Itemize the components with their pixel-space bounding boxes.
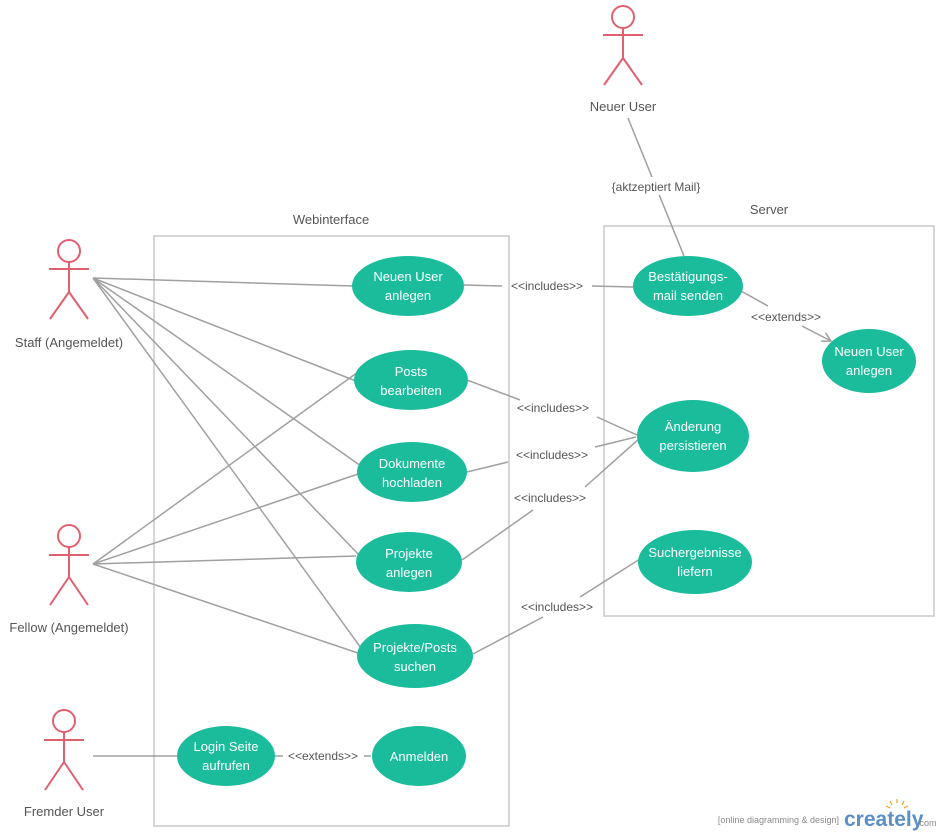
includes-posts-label: <<includes>> (517, 401, 589, 415)
usecase-label-line2: suchen (394, 659, 436, 674)
actor-staff-label: Staff (Angemeldet) (15, 335, 123, 350)
sun-icon (885, 799, 909, 809)
staff-to-posts (92, 277, 357, 382)
aktzeptiert-label-bg (598, 177, 714, 195)
server-label: Server (750, 202, 789, 217)
staff-to-projekte-anlegen (92, 277, 361, 557)
includes-posts-line-a (466, 379, 521, 401)
usecase-neuen-user-anlegen-server[interactable]: Neuen User anlegen (822, 329, 916, 393)
includes-projekte-label: <<includes>> (514, 491, 586, 505)
aktzeptiert-label: {aktzeptiert Mail} (612, 180, 701, 194)
staff-to-projekte-suchen (92, 277, 362, 649)
usecase-label-line1: Dokumente (379, 456, 445, 471)
usecase-bestaetigungsmail-senden[interactable]: Bestätigungs- mail senden (633, 256, 743, 316)
includes-neuen-user-label: <<includes>> (511, 279, 583, 293)
fellow-to-projekte-suchen (92, 563, 359, 654)
webinterface-boundary (153, 235, 510, 827)
extends-bestaetigung-line-a (740, 290, 769, 307)
branding-tagline: [online diagramming & design] (718, 815, 839, 825)
usecase-label-line1: Login Seite (193, 739, 258, 754)
extends-login-label: <<extends>> (288, 749, 358, 763)
branding-logo: creately (844, 808, 924, 831)
usecase-aenderung-persistieren[interactable]: Änderung persistieren (637, 400, 749, 472)
staff-to-dokumente (92, 277, 362, 467)
includes-projekte-line-b (584, 437, 641, 488)
usecase-projekte-posts-suchen[interactable]: Projekte/Posts suchen (357, 624, 473, 688)
usecase-label-line2: persistieren (659, 438, 726, 453)
usecase-label-line2: bearbeiten (380, 383, 441, 398)
includes-neuen-user-line-a (463, 284, 503, 287)
usecase-label-line2: anlegen (846, 363, 892, 378)
actor-neuer-user-label: Neuer User (590, 99, 657, 114)
usecase-label-line2: liefern (677, 564, 712, 579)
fellow-to-posts (92, 371, 359, 565)
actor-neuer-user[interactable] (603, 5, 643, 86)
branding-logo-text: creately (844, 808, 924, 831)
fellow-to-dokumente (92, 473, 359, 565)
usecase-login-seite-aufrufen[interactable]: Login Seite aufrufen (177, 726, 275, 786)
usecase-label-line2: hochladen (382, 475, 442, 490)
actor-staff[interactable] (49, 239, 89, 320)
usecase-label: Anmelden (390, 749, 449, 764)
usecase-projekte-anlegen[interactable]: Projekte anlegen (356, 532, 462, 592)
includes-neuen-user-line-b (591, 285, 634, 288)
actor-fremder-user[interactable] (44, 709, 84, 791)
includes-dokumente-line-a (466, 461, 509, 473)
fellow-associations (92, 371, 359, 654)
includes-dokumente-label: <<includes>> (516, 448, 588, 462)
usecase-anmelden[interactable]: Anmelden (372, 726, 466, 786)
usecase-neuen-user-anlegen[interactable]: Neuen User anlegen (352, 256, 464, 316)
usecase-suchergebnisse-liefern[interactable]: Suchergebnisse liefern (638, 530, 752, 594)
branding-logo-suffix: .com (917, 818, 937, 828)
usecase-label-line1: Bestätigungs- (648, 269, 728, 284)
usecase-label-line2: aufrufen (202, 758, 250, 773)
usecase-label-line1: Suchergebnisse (648, 545, 741, 560)
usecase-label-line1: Änderung (665, 419, 721, 434)
webinterface-label: Webinterface (293, 212, 369, 227)
includes-suchen-label: <<includes>> (521, 600, 593, 614)
usecase-label-line1: Projekte/Posts (373, 640, 457, 655)
includes-posts-line-b (596, 416, 638, 436)
usecase-dokumente-hochladen[interactable]: Dokumente hochladen (357, 442, 467, 502)
creately-branding: [online diagramming & design] creately .… (718, 799, 937, 831)
includes-suchen-line-a (472, 616, 544, 655)
usecase-label-line2: anlegen (386, 565, 432, 580)
extends-bestaetigung-label: <<extends>> (751, 310, 821, 324)
staff-to-neuen-user (92, 277, 354, 287)
actor-fellow-label: Fellow (Angemeldet) (9, 620, 128, 635)
includes-dokumente-line-b (594, 436, 637, 448)
includes-suchen-line-b (579, 558, 641, 598)
usecase-label-line1: Projekte (385, 546, 433, 561)
usecase-label-line1: Neuen User (373, 269, 443, 284)
staff-associations (92, 277, 362, 649)
actor-fellow[interactable] (49, 524, 89, 606)
usecase-label-line1: Posts (395, 364, 428, 379)
includes-projekte-line-a (461, 509, 534, 561)
usecase-label-line2: mail senden (653, 288, 723, 303)
usecase-posts-bearbeiten[interactable]: Posts bearbeiten (354, 350, 468, 410)
actor-fremder-user-label: Fremder User (24, 804, 105, 819)
fellow-to-projekte-anlegen (92, 555, 357, 565)
usecase-label-line2: anlegen (385, 288, 431, 303)
extends-bestaetigung-line-b (801, 325, 831, 341)
server-boundary (603, 225, 935, 617)
usecase-label-line1: Neuen User (834, 344, 904, 359)
